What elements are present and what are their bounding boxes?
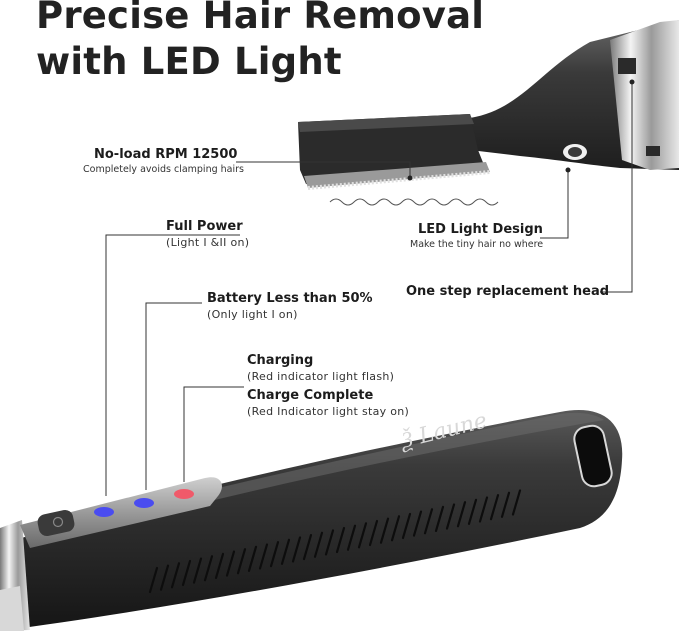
grip-groove: [181, 559, 192, 587]
callout-full-power-title: Full Power: [166, 219, 243, 234]
headline-line-1: Precise Hair Removal: [36, 0, 485, 37]
grip-groove: [478, 496, 489, 523]
grip-groove: [456, 501, 467, 528]
grip-groove: [159, 564, 170, 591]
callout-led-sub-wrap: Make the tiny hair no where: [410, 238, 543, 252]
callout-charging-sub: (Red indicator light flash): [247, 370, 395, 383]
grip-groove: [500, 491, 511, 518]
grip-groove: [302, 533, 313, 561]
grip-groove: [280, 538, 291, 565]
trimmer-handle-unit: [0, 410, 623, 631]
grip-groove: [225, 550, 236, 577]
callout-charging: Charging (Red indicator light flash): [247, 352, 394, 385]
grip-groove: [203, 555, 214, 582]
grip-groove: [269, 541, 280, 568]
grip-groove: [170, 562, 181, 589]
grip-groove: [148, 566, 159, 594]
callout-rpm-title: No-load RPM 12500: [94, 147, 238, 162]
callout-head-title: One step replacement head: [406, 284, 610, 299]
grip-groove: [346, 524, 357, 551]
grip-groove: [247, 545, 258, 572]
grip-groove: [489, 494, 500, 521]
grip-grooves: [148, 489, 522, 594]
callout-battery-sub: (Only light I on): [207, 308, 298, 321]
callout-full-power-sub: (Light I &II on): [166, 236, 250, 249]
grip-groove: [412, 510, 423, 537]
callout-complete-title: Charge Complete: [247, 388, 374, 403]
indicator-light-2: [134, 498, 154, 508]
grip-groove: [291, 536, 302, 563]
charge-indicator-light: [174, 489, 194, 499]
callout-full-power: Full Power (Light I &II on): [166, 218, 249, 251]
grip-groove: [467, 498, 478, 525]
grip-groove: [379, 517, 390, 544]
grip-groove: [445, 503, 456, 530]
grip-groove: [236, 548, 247, 575]
callout-charging-title: Charging: [247, 353, 314, 368]
callout-rpm-sub-wrap: Completely avoids clamping hairs: [83, 163, 244, 177]
grip-groove: [434, 505, 445, 533]
grip-groove: [335, 526, 346, 554]
grip-groove: [390, 515, 401, 542]
grip-groove: [192, 557, 203, 584]
grip-groove: [313, 531, 324, 558]
callout-complete-sub: (Red Indicator light stay on): [247, 405, 410, 418]
callout-led-title: LED Light Design: [418, 222, 543, 237]
callout-rpm-sub: Completely avoids clamping hairs: [83, 164, 244, 175]
grip-groove: [357, 522, 368, 549]
trimmer-head-unit: [298, 20, 679, 206]
callout-rpm: No-load RPM 12500: [94, 146, 237, 163]
callout-complete: Charge Complete (Red Indicator light sta…: [247, 387, 409, 420]
grip-groove: [324, 529, 335, 556]
grip-groove: [214, 552, 225, 580]
callout-head: One step replacement head: [406, 283, 609, 300]
callout-lines: [105, 82, 633, 496]
callout-battery: Battery Less than 50% (Only light I on): [207, 290, 373, 323]
callout-battery-title: Battery Less than 50%: [207, 291, 373, 306]
grip-groove: [401, 512, 412, 540]
grip-groove: [511, 489, 522, 516]
callout-led-sub: Make the tiny hair no where: [410, 239, 544, 250]
grip-groove: [368, 519, 379, 547]
indicator-light-1: [94, 507, 114, 517]
grip-groove: [258, 543, 269, 570]
headline-line-2: with LED Light: [36, 40, 342, 83]
grip-groove: [423, 508, 434, 535]
callout-led: LED Light Design: [418, 221, 543, 238]
